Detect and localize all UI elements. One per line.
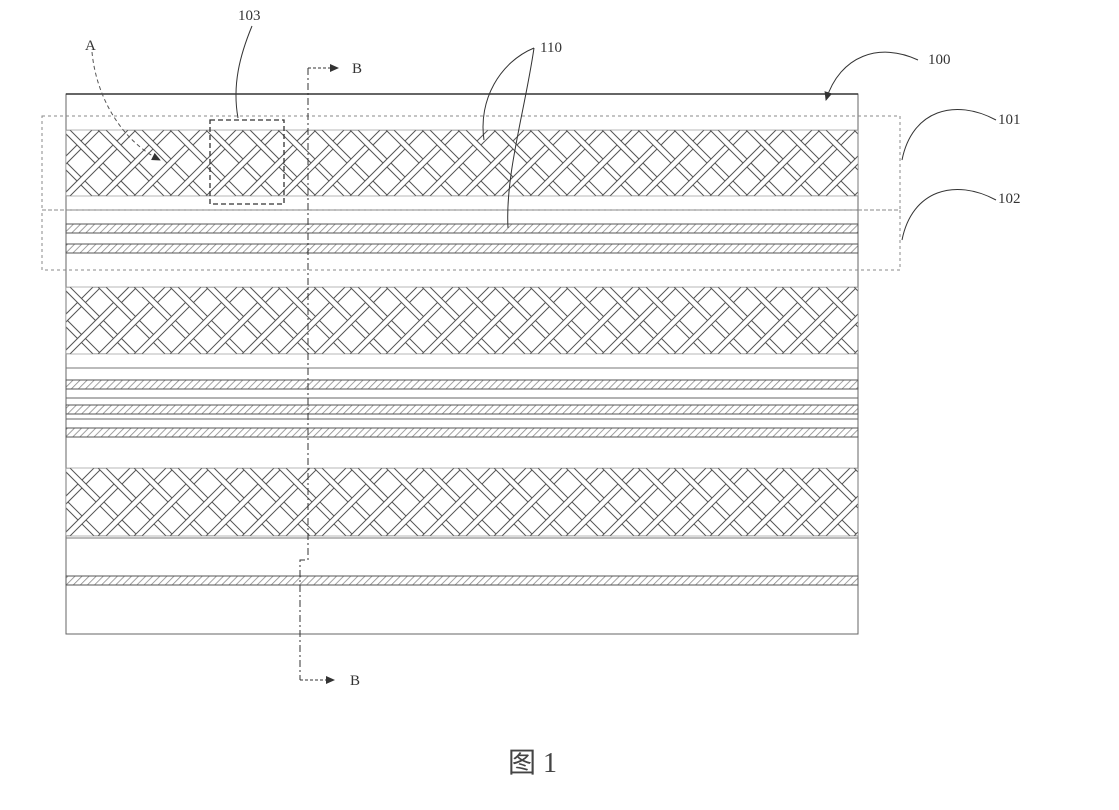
hatched-line-2 (66, 244, 858, 253)
mesh-strand (0, 468, 66, 536)
mesh-strand (890, 130, 964, 196)
mesh-strand (0, 468, 66, 536)
label-101: 101 (998, 112, 1021, 128)
label-102: 102 (998, 191, 1021, 207)
hatched-line-6 (66, 576, 858, 585)
mesh-strand (0, 287, 65, 354)
label-b-bottom: B (350, 673, 360, 689)
label-110: 110 (540, 40, 562, 56)
mesh-strand (890, 468, 966, 536)
mesh-strand (0, 130, 64, 196)
mesh-strand (854, 287, 929, 354)
mesh-strand (854, 468, 930, 536)
hatched-line-5 (66, 428, 858, 437)
hatched-line-1 (66, 224, 858, 233)
label-103: 103 (238, 8, 261, 24)
label-100: 100 (928, 52, 951, 68)
hatched-line-4 (66, 405, 858, 414)
mesh-strand (0, 130, 64, 196)
mesh-strand (854, 287, 929, 354)
mesh-strand (854, 468, 930, 536)
mesh-strand (854, 130, 928, 196)
leader-line-101 (902, 109, 996, 160)
label-a: A (85, 38, 96, 54)
leader-line-102 (902, 189, 996, 240)
mesh-strand (890, 287, 965, 354)
hatched-line-3 (66, 380, 858, 389)
mesh-strand (890, 468, 966, 536)
figure-caption: 图 1 (508, 748, 557, 779)
mesh-strand (890, 287, 965, 354)
label-b-top: B (352, 61, 362, 77)
mesh-strand (890, 130, 964, 196)
leader-line-100 (826, 52, 918, 100)
mesh-strand (854, 130, 928, 196)
mesh-strand (0, 287, 65, 354)
